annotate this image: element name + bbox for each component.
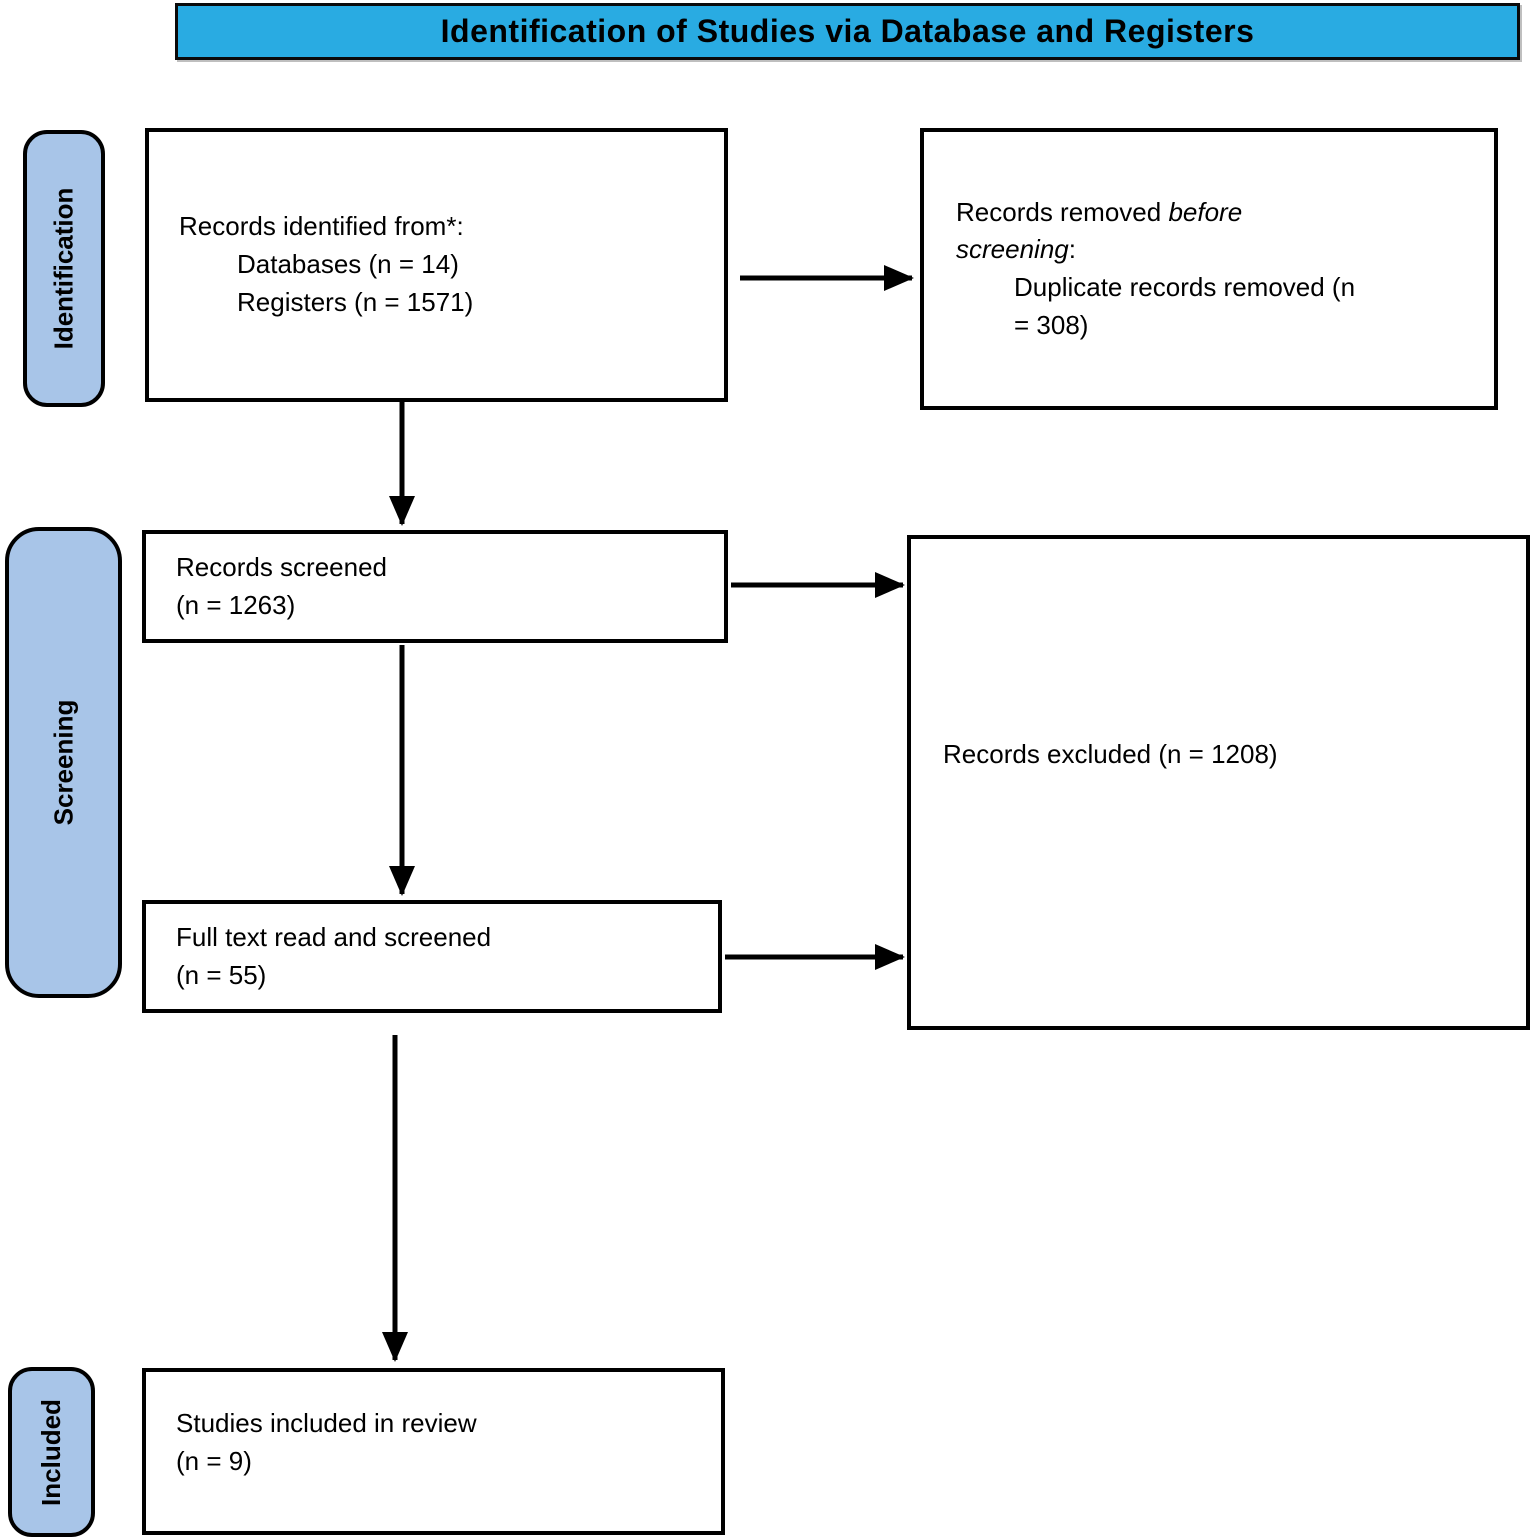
fulltext-screened-line1: Full text read and screened	[176, 921, 492, 952]
records-screened-count: (n = 1263)	[176, 589, 296, 620]
stage-label-identification: Identification	[23, 130, 105, 407]
stage-label-included-text: Included	[36, 1398, 66, 1506]
stage-label-identification-text: Identification	[48, 187, 79, 350]
studies-included-count: (n = 9)	[176, 1445, 252, 1476]
box-records-screened: Records screened (n = 1263)	[142, 530, 728, 643]
diagram-title: Identification of Studies via Database a…	[440, 13, 1255, 49]
stage-label-screening-text: Screening	[48, 699, 78, 826]
stage-label-included: Included	[8, 1367, 95, 1537]
box-records-removed: Records removed before screening: Duplic…	[920, 128, 1498, 410]
records-removed-duplicates-line1: Duplicate records removed (n	[1014, 272, 1356, 302]
stage-label-screening: Screening	[5, 527, 122, 998]
records-identified-title: Records identified from*:	[179, 211, 464, 242]
records-removed-colon: :	[1068, 234, 1076, 265]
box-studies-included: Studies included in review (n = 9)	[142, 1368, 725, 1535]
records-identified-databases: Databases (n = 14)	[237, 249, 459, 280]
records-removed-duplicates-line2: = 308)	[1014, 309, 1089, 340]
records-removed-italic-before: before	[1168, 196, 1243, 227]
records-removed-title: Records removed before screening:	[956, 194, 1476, 269]
records-removed-lead: Records removed	[956, 196, 1162, 227]
records-identified-registers: Registers (n = 1571)	[237, 286, 474, 317]
box-records-excluded: Records excluded (n = 1208)	[907, 535, 1530, 1030]
records-removed-italic-screening: screening	[956, 234, 1069, 265]
records-screened-line1: Records screened	[176, 551, 387, 582]
studies-included-line1: Studies included in review	[176, 1407, 477, 1438]
records-excluded-line1: Records excluded (n = 1208)	[943, 739, 1278, 770]
box-records-identified: Records identified from*: Databases (n =…	[145, 128, 728, 402]
diagram-title-banner: Identification of Studies via Database a…	[175, 3, 1520, 60]
box-fulltext-screened: Full text read and screened (n = 55)	[142, 900, 722, 1013]
fulltext-screened-count: (n = 55)	[176, 959, 267, 990]
records-removed-duplicates: Duplicate records removed (n = 308)	[1014, 269, 1476, 344]
